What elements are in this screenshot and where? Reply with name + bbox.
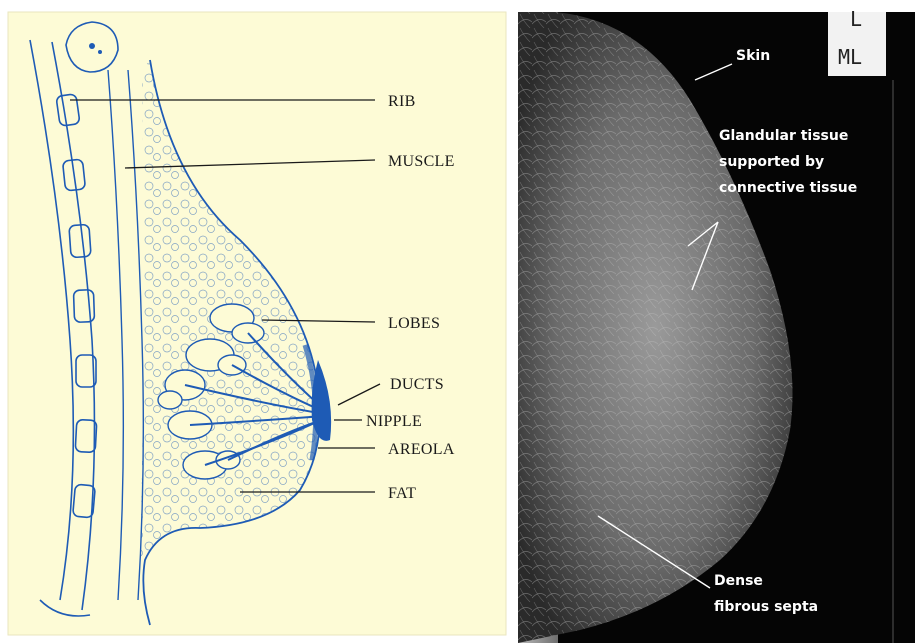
label-skin: Skin xyxy=(736,48,770,64)
label-glandular-1: Glandular tissue xyxy=(719,128,848,144)
marker-bottom: ML xyxy=(838,45,862,69)
mammogram: L ML Skin Glandular tissue supported by … xyxy=(518,7,915,643)
label-muscle: MUSCLE xyxy=(388,153,455,170)
label-septa-1: Dense xyxy=(714,573,763,589)
label-septa-2: fibrous septa xyxy=(714,599,818,615)
anatomy-diagram: RIB MUSCLE LOBES DUCTS NIPPLE AREOLA FAT xyxy=(8,12,506,635)
label-ducts: DUCTS xyxy=(390,376,444,393)
label-glandular-2: supported by xyxy=(719,154,824,170)
label-nipple: NIPPLE xyxy=(366,413,422,430)
label-areola: AREOLA xyxy=(388,441,455,458)
label-lobes: LOBES xyxy=(388,315,440,332)
label-fat: FAT xyxy=(388,485,416,502)
label-rib: RIB xyxy=(388,93,416,110)
label-glandular-3: connective tissue xyxy=(719,180,857,196)
marker-top: L xyxy=(850,7,862,31)
